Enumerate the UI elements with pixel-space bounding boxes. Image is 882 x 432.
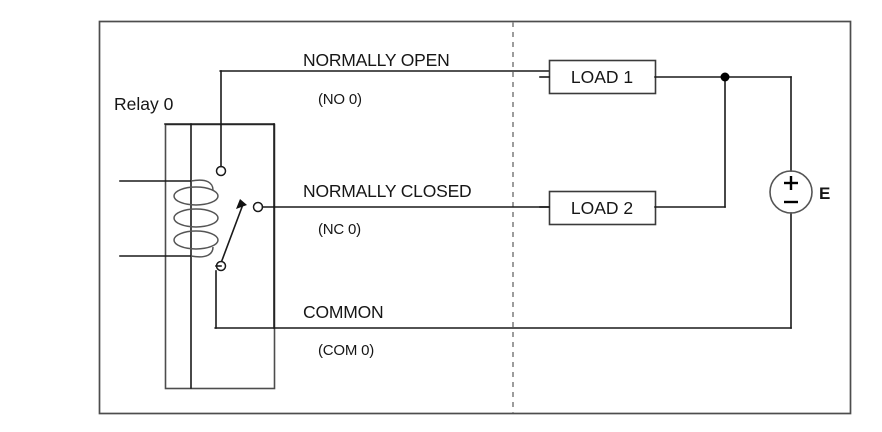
normally-open-sublabel: (NO 0) bbox=[318, 91, 362, 108]
coil-loop-1 bbox=[173, 186, 219, 206]
load-1-label: LOAD 1 bbox=[571, 67, 633, 87]
coil-winding-entry bbox=[190, 179, 214, 191]
coil-winding-exit bbox=[190, 246, 214, 258]
diagram-frame bbox=[98, 20, 852, 415]
terminal-normally-closed bbox=[252, 201, 264, 213]
common-sublabel: (COM 0) bbox=[318, 342, 374, 359]
normally-closed-label: NORMALLY CLOSED bbox=[303, 181, 472, 201]
terminal-normally-open bbox=[215, 165, 227, 177]
relay-label: Relay 0 bbox=[114, 94, 174, 114]
source-label: E bbox=[819, 184, 830, 203]
load-2-label: LOAD 2 bbox=[571, 198, 633, 218]
load-2-box bbox=[548, 190, 657, 226]
load-1-box bbox=[548, 59, 657, 95]
switch-armature bbox=[219, 205, 244, 265]
junction-dot bbox=[720, 72, 730, 82]
normally-closed-sublabel: (NC 0) bbox=[318, 221, 361, 238]
normally-open-label: NORMALLY OPEN bbox=[303, 50, 450, 70]
coil-loop-3 bbox=[173, 230, 219, 250]
switch-armature-arrowhead bbox=[236, 199, 247, 209]
voltage-source-symbol bbox=[769, 170, 813, 214]
coil-loop-2 bbox=[173, 208, 219, 228]
common-label: COMMON bbox=[303, 302, 383, 322]
